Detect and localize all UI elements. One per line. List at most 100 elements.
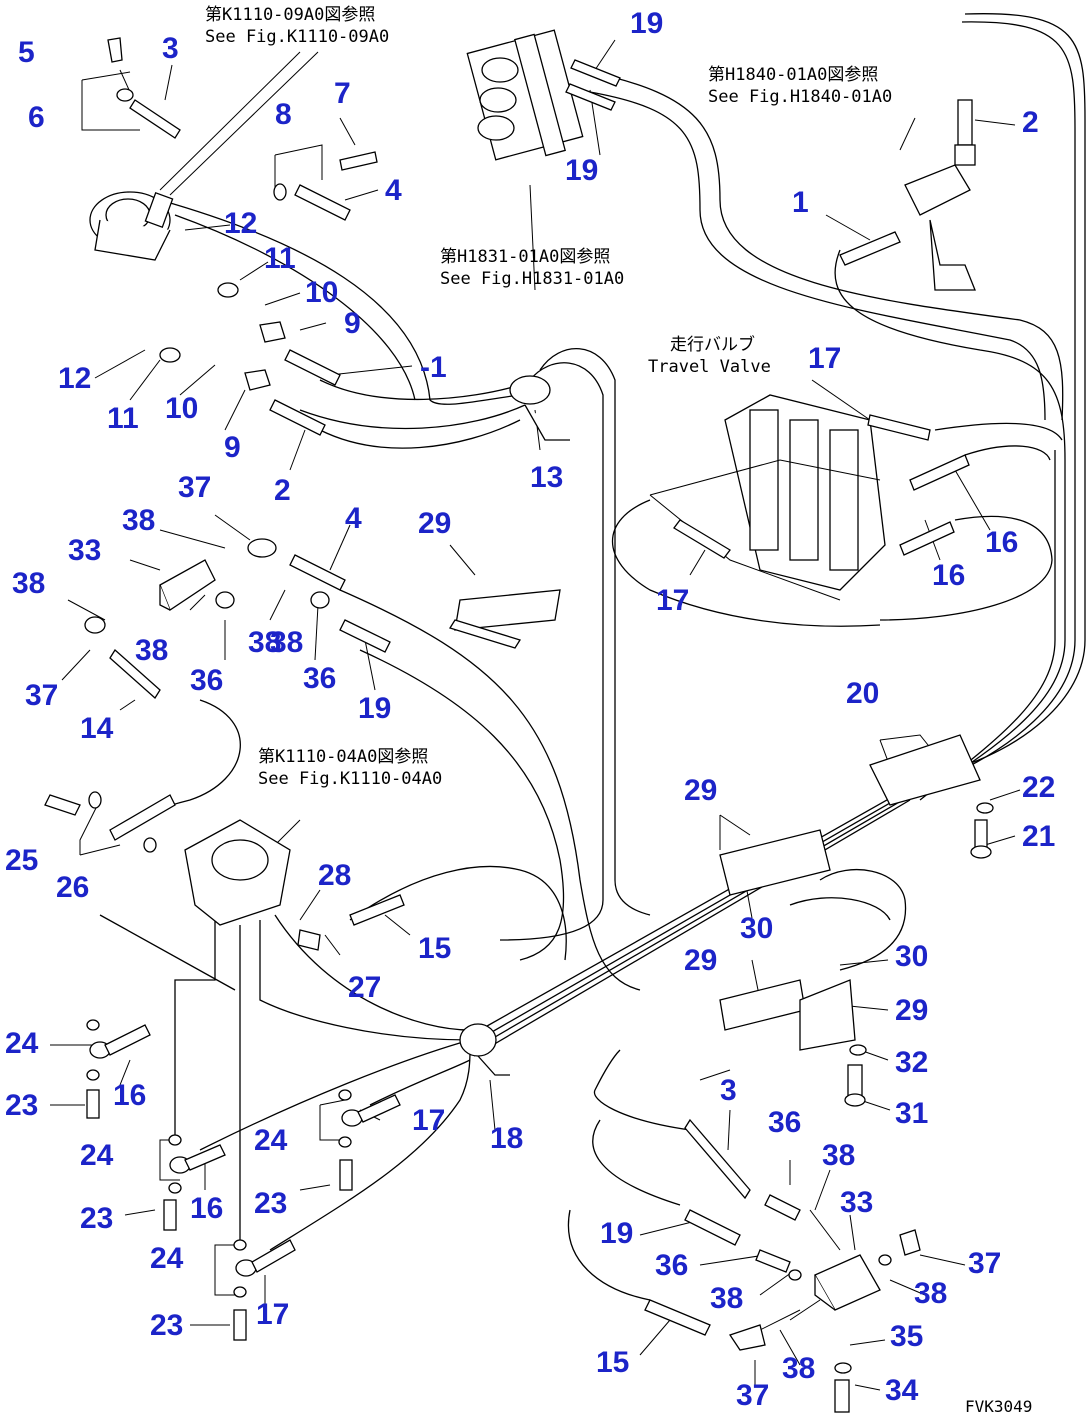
note-travel-valve-jp: 走行バルブ bbox=[670, 334, 755, 355]
callout-5: 5 bbox=[18, 36, 35, 69]
callout-14: 14 bbox=[80, 712, 114, 745]
callout-15: 15 bbox=[418, 932, 451, 965]
leader-lines bbox=[50, 39, 1021, 1391]
callout-37: 37 bbox=[736, 1379, 769, 1412]
callout-19: 19 bbox=[630, 7, 663, 40]
fittings-top-left bbox=[107, 37, 378, 436]
callout-9: 9 bbox=[344, 307, 361, 340]
callout-36: 36 bbox=[655, 1249, 688, 1282]
pilot-valve-top-left bbox=[89, 191, 174, 261]
callout-11: 11 bbox=[264, 242, 296, 275]
callout-4: 4 bbox=[385, 174, 402, 207]
callout-20: 20 bbox=[846, 677, 879, 710]
solenoid-valve-top bbox=[466, 29, 621, 161]
callout-17: 17 bbox=[256, 1298, 289, 1331]
callout-18: 18 bbox=[490, 1122, 523, 1155]
callout-16: 16 bbox=[985, 526, 1018, 559]
callout-29: 29 bbox=[895, 994, 928, 1027]
callout-23: 23 bbox=[80, 1202, 113, 1235]
valve-block-33-left bbox=[84, 538, 391, 699]
callout-23: 23 bbox=[254, 1187, 287, 1220]
callout-21: 21 bbox=[1022, 820, 1055, 853]
callout-24: 24 bbox=[80, 1139, 114, 1172]
callout-35: 35 bbox=[890, 1320, 923, 1353]
callout-10: 10 bbox=[165, 392, 198, 425]
callout-16: 16 bbox=[932, 559, 965, 592]
callout-8: 8 bbox=[275, 98, 292, 131]
callout-38: 38 bbox=[914, 1277, 947, 1310]
callout-17: 17 bbox=[808, 342, 841, 375]
clamp-20 bbox=[869, 734, 994, 859]
callout-38: 38 bbox=[248, 626, 281, 659]
callout-38-b: 38 bbox=[270, 626, 303, 659]
callout-38: 38 bbox=[822, 1139, 855, 1172]
note-ref-h1840-01a0-jp: 第H1840-01A0図参照 bbox=[708, 65, 878, 85]
clamp-29-upper bbox=[449, 589, 561, 649]
callout-24: 24 bbox=[254, 1124, 288, 1157]
callout-31: 31 bbox=[895, 1097, 928, 1130]
callout-19: 19 bbox=[358, 692, 391, 725]
callout-7: 7 bbox=[334, 77, 351, 110]
callout-37: 37 bbox=[968, 1247, 1001, 1280]
callout-28: 28 bbox=[318, 859, 351, 892]
callout-30: 30 bbox=[895, 940, 928, 973]
callout-29: 29 bbox=[684, 774, 717, 807]
callout-22: 22 bbox=[1022, 771, 1055, 804]
note-ref-h1831-01a0-jp: 第H1831-01A0図参照 bbox=[440, 247, 610, 267]
callout-17: 17 bbox=[412, 1104, 445, 1137]
callout-12: 12 bbox=[224, 207, 257, 240]
callout-36: 36 bbox=[190, 664, 223, 697]
callout-34: 34 bbox=[885, 1374, 919, 1407]
note-ref-k1110-09a0-jp: 第K1110-09A0図参照 bbox=[205, 5, 375, 25]
callout-17: 17 bbox=[656, 584, 689, 617]
callout-33: 33 bbox=[68, 534, 101, 567]
figure-code: FVK3049 bbox=[965, 1397, 1032, 1416]
pump-lower-left bbox=[44, 791, 405, 951]
pilot-unit-top-right bbox=[839, 99, 976, 291]
clamp-18 bbox=[459, 1023, 510, 1076]
callout-38: 38 bbox=[782, 1352, 815, 1385]
callout-4: 4 bbox=[345, 502, 362, 535]
callout-1: 1 bbox=[792, 186, 809, 219]
callout-19: 19 bbox=[600, 1217, 633, 1250]
reference-notes: 第K1110-09A0図参照 See Fig.K1110-09A0 第H1840… bbox=[205, 5, 1032, 1416]
callout-numbers: 5 3 6 7 8 4 12 11 10 9 12 11 10 9 -1 2 1… bbox=[5, 7, 1055, 1412]
callout-37: 37 bbox=[25, 679, 58, 712]
note-travel-valve-en: Travel Valve bbox=[648, 357, 771, 377]
callout-38: 38 bbox=[135, 634, 168, 667]
callout-12: 12 bbox=[58, 362, 91, 395]
callout-27: 27 bbox=[348, 971, 381, 1004]
callout-23: 23 bbox=[5, 1089, 38, 1122]
callout-30: 30 bbox=[740, 912, 773, 945]
callout-38: 38 bbox=[122, 504, 155, 537]
callout-33: 33 bbox=[840, 1186, 873, 1219]
banjo-fittings-lower-left bbox=[86, 1019, 401, 1341]
note-ref-k1110-04a0-en: See Fig.K1110-04A0 bbox=[258, 769, 442, 789]
callout-25: 25 bbox=[5, 844, 38, 877]
callout-19: 19 bbox=[565, 154, 598, 187]
clamps-29-30-centre bbox=[719, 829, 867, 1107]
valve-block-33-right bbox=[644, 1118, 921, 1413]
note-ref-h1840-01a0-en: See Fig.H1840-01A0 bbox=[708, 87, 892, 107]
callout-15: 15 bbox=[596, 1346, 629, 1379]
callout-3: 3 bbox=[720, 1074, 737, 1107]
callout-2: 2 bbox=[274, 474, 291, 507]
callout-16: 16 bbox=[113, 1079, 146, 1112]
callout-26: 26 bbox=[56, 871, 89, 904]
callout-38: 38 bbox=[12, 567, 45, 600]
callout-29: 29 bbox=[418, 507, 451, 540]
hose-linework bbox=[99, 13, 1086, 1331]
callout-16: 16 bbox=[190, 1192, 223, 1225]
callout-29: 29 bbox=[684, 944, 717, 977]
callout-10: 10 bbox=[305, 276, 338, 309]
note-ref-h1831-01a0-en: See Fig.H1831-01A0 bbox=[440, 269, 624, 289]
callout-38: 38 bbox=[710, 1282, 743, 1315]
callout-3: 3 bbox=[162, 32, 179, 65]
callout-1-neg: -1 bbox=[420, 351, 447, 384]
callout-2: 2 bbox=[1022, 106, 1039, 139]
callout-36: 36 bbox=[768, 1106, 801, 1139]
callout-23: 23 bbox=[150, 1309, 183, 1342]
travel-valve bbox=[649, 394, 970, 601]
callout-11: 11 bbox=[107, 402, 139, 435]
